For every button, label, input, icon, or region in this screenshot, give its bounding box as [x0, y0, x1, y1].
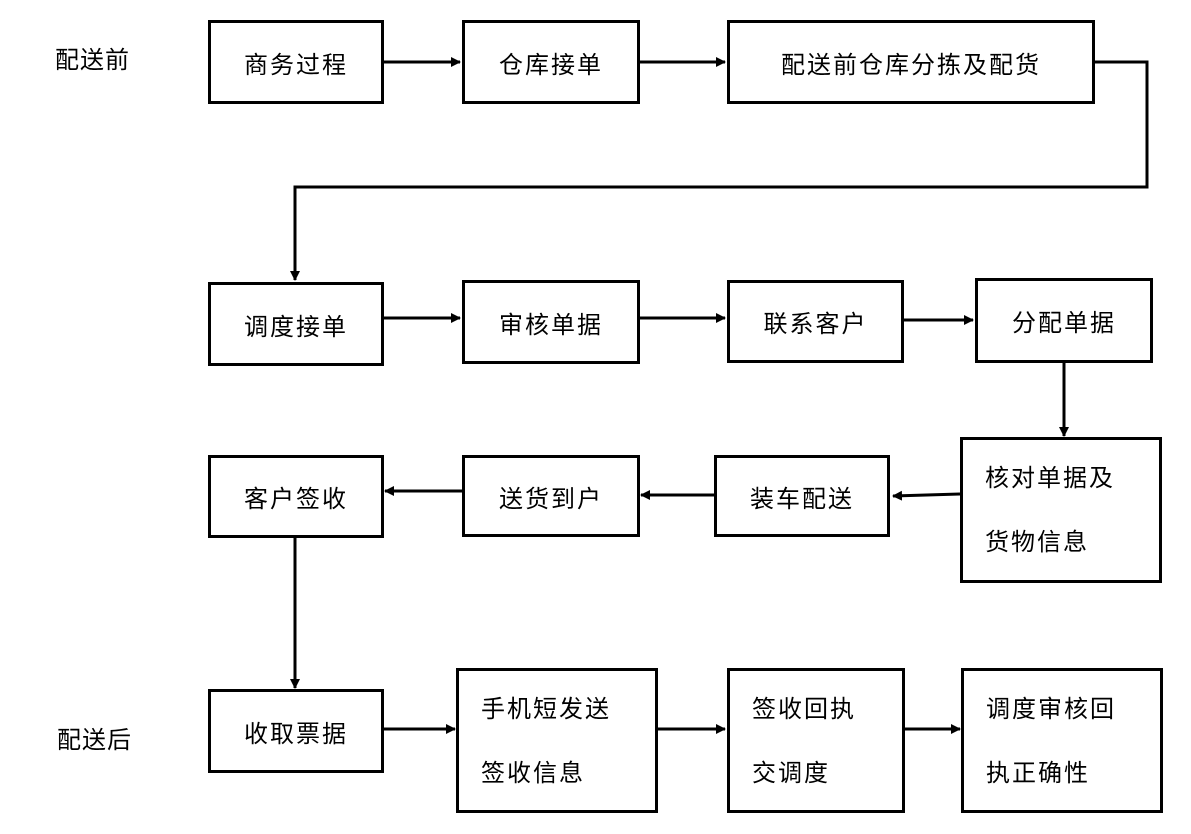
step-collect-receipts: 收取票据: [208, 689, 384, 773]
step-verify-receipt: 调度审核回 执正确性: [961, 668, 1163, 813]
step-text: 商务过程: [244, 50, 348, 79]
step-text: 仓库接单: [499, 50, 603, 79]
step-text-line: 核对单据及: [985, 464, 1115, 492]
step-text: 配送前仓库分拣及配货: [781, 50, 1041, 79]
step-assign-docs: 分配单据: [975, 278, 1153, 363]
arrow-s3-s4: [290, 60, 1149, 281]
step-text: 审核单据: [499, 310, 603, 339]
step-text-line: 执正确性: [986, 758, 1090, 787]
step-text-line: 调度审核回: [986, 694, 1116, 723]
stage-label-after: 配送后: [57, 726, 132, 754]
step-verify-docs-goods: 核对单据及 货物信息: [960, 437, 1162, 583]
arrow-s8-s9: [892, 490, 961, 501]
step-warehouse-order: 仓库接单: [462, 20, 640, 104]
step-text: 联系客户: [763, 310, 868, 338]
step-contact-customer: 联系客户: [727, 280, 904, 363]
step-text: 送货到户: [499, 484, 603, 513]
step-sms-signoff: 手机短发送 签收信息: [456, 668, 658, 813]
step-door-delivery: 送货到户: [462, 455, 640, 537]
step-text: 装车配送: [750, 484, 854, 513]
step-text-line: 签收回执: [752, 694, 856, 723]
step-text-line: 交调度: [752, 758, 830, 787]
step-review-docs: 审核单据: [462, 280, 640, 364]
step-text: 客户签收: [244, 485, 348, 513]
step-load-deliver: 装车配送: [714, 455, 890, 537]
step-text-line: 手机短发送: [481, 694, 611, 723]
step-text: 调度接单: [244, 312, 348, 341]
step-text-line: 签收信息: [481, 758, 585, 787]
step-text: 分配单据: [1012, 309, 1116, 337]
stage-label-before: 配送前: [55, 46, 130, 74]
step-text: 收取票据: [244, 719, 348, 748]
step-dispatch-order: 调度接单: [208, 282, 384, 366]
step-return-receipt: 签收回执 交调度: [727, 668, 905, 813]
step-customer-signoff: 客户签收: [208, 455, 384, 538]
step-picking: 配送前仓库分拣及配货: [727, 20, 1095, 104]
step-text-line: 货物信息: [985, 528, 1089, 556]
step-business-process: 商务过程: [208, 20, 384, 104]
